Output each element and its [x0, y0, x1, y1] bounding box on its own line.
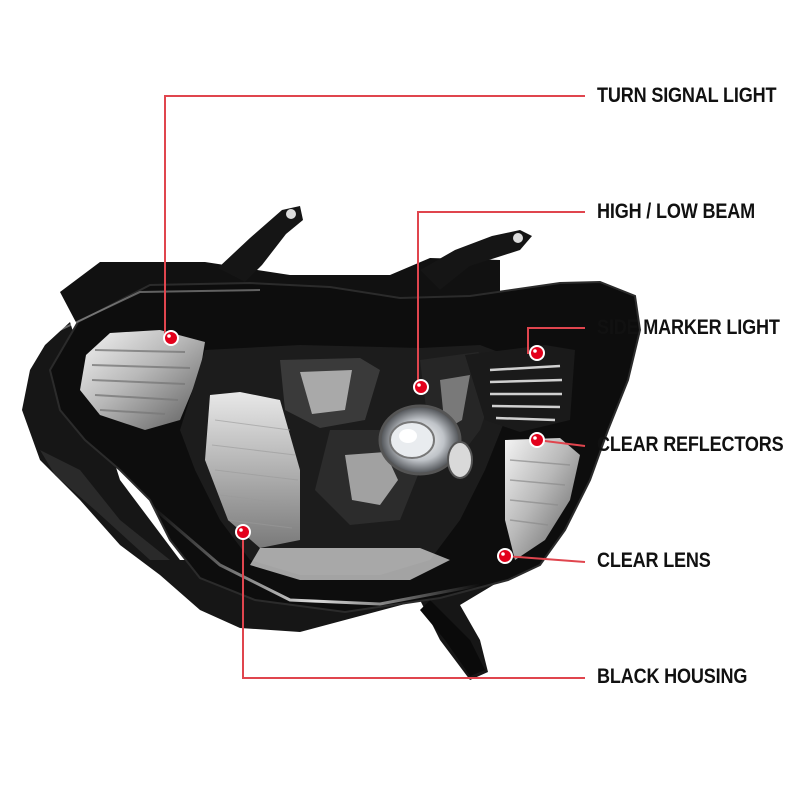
leader-line-clear-lens	[504, 555, 586, 563]
callout-dot-black-housing	[235, 524, 251, 540]
callout-dot-clear-reflectors	[529, 432, 545, 448]
callout-dots	[163, 330, 545, 564]
callout-label-high-low-beam: HIGH / LOW BEAM	[597, 200, 755, 223]
callout-label-side-marker-light: SIDE MARKER LIGHT	[597, 316, 780, 339]
mount-bracket-right	[420, 230, 532, 290]
mount-bracket-left	[218, 206, 303, 282]
callout-label-clear-lens: CLEAR LENS	[597, 549, 711, 572]
callout-label-black-housing: BLACK HOUSING	[597, 665, 748, 688]
callout-dot-turn-signal-light	[163, 330, 179, 346]
callout-label-turn-signal-light: TURN SIGNAL LIGHT	[597, 84, 777, 107]
turn-signal-reflector	[80, 330, 205, 430]
clear-lens-strip	[250, 548, 450, 580]
headlight-assembly	[22, 206, 642, 680]
callout-dot-side-marker-light	[529, 345, 545, 361]
callout-dot-high-low-beam	[413, 379, 429, 395]
callout-label-clear-reflectors: CLEAR REFLECTORS	[597, 433, 784, 456]
callout-dot-clear-lens	[497, 548, 513, 564]
clear-reflector	[505, 438, 580, 560]
leader-line-clear-reflectors	[536, 439, 586, 447]
leader-line-black-housing	[242, 532, 585, 679]
